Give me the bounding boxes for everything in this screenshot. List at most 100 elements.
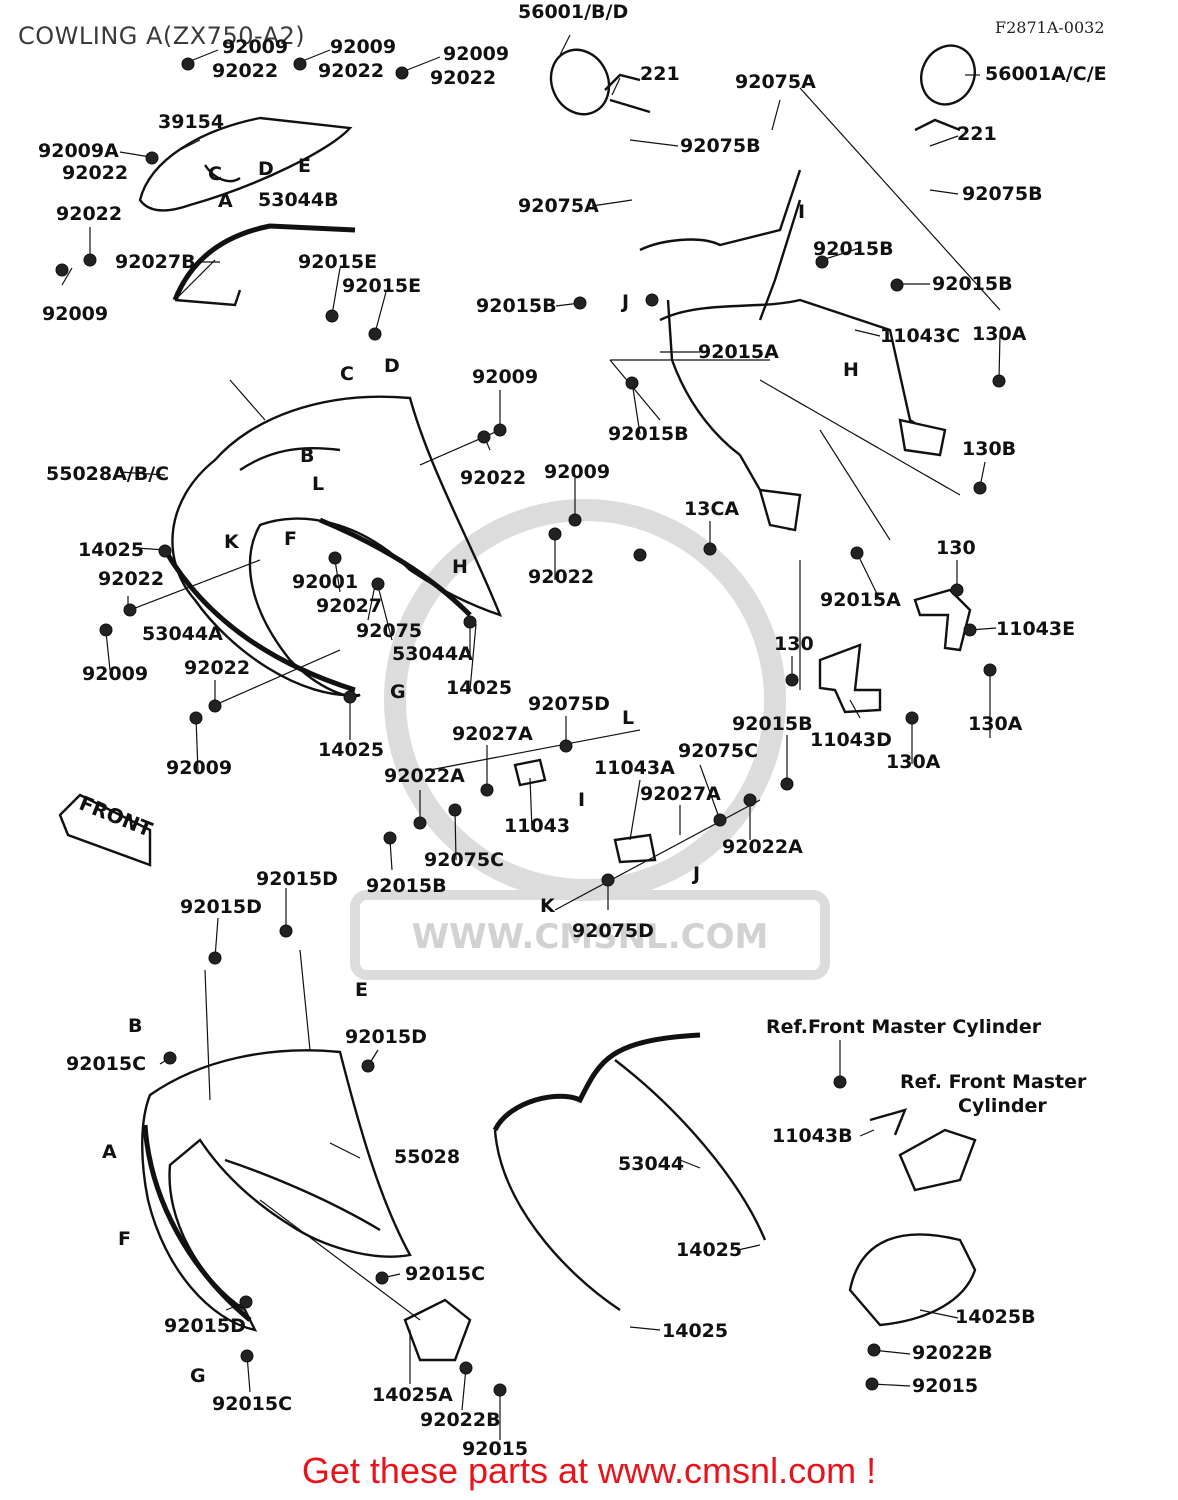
stay-frame-11043c <box>639 169 947 532</box>
alignment-line <box>429 729 641 771</box>
bracket-11043d <box>818 643 882 714</box>
part-label: 130 <box>774 633 814 655</box>
fastener-marker <box>371 577 385 591</box>
leader-line <box>629 779 641 841</box>
reference-letter: F <box>284 528 297 550</box>
leader-line <box>529 777 533 831</box>
part-label: 92015A <box>698 341 779 363</box>
part-label: 92015B <box>932 273 1013 295</box>
part-label: 130A <box>886 751 941 773</box>
reference-letter: J <box>691 863 700 885</box>
alignment-line <box>174 259 216 301</box>
leader-line <box>859 1129 875 1137</box>
part-label: 92015E <box>298 251 377 273</box>
leader-line <box>374 291 387 334</box>
mirror-56001 <box>549 48 651 116</box>
part-label: 92015B <box>476 295 557 317</box>
leader-line <box>119 151 151 158</box>
leader-line <box>179 139 201 151</box>
part-label: 92009 <box>443 43 509 65</box>
leader-line <box>929 135 959 147</box>
part-label: 92015 <box>462 1438 528 1460</box>
leader-line <box>331 267 341 316</box>
leader-line <box>629 1326 661 1331</box>
reference-letter: D <box>384 355 400 377</box>
part-label: 14025 <box>446 677 512 699</box>
fastener-marker <box>559 739 573 753</box>
part-label: 11043A <box>594 757 675 779</box>
fastener-marker <box>780 777 794 791</box>
fastener-marker <box>83 253 97 267</box>
part-label: 92027 <box>316 595 382 617</box>
part-label: 221 <box>957 123 997 145</box>
fastener-marker <box>645 293 659 307</box>
part-label: 92009 <box>544 461 610 483</box>
part-label: 55028 <box>394 1146 460 1168</box>
leader-line <box>401 56 441 73</box>
fastener-marker <box>548 527 562 541</box>
part-label: 11043E <box>996 618 1075 640</box>
fastener-marker <box>493 1383 507 1397</box>
part-label: Ref.Front Master Cylinder <box>766 1016 1042 1038</box>
part-label: 92022 <box>98 568 164 590</box>
part-label: 92015C <box>66 1053 146 1075</box>
part-label: 39154 <box>158 111 224 133</box>
part-label: 92022 <box>528 566 594 588</box>
fastener-marker <box>325 309 339 323</box>
part-label: 92015D <box>164 1315 246 1337</box>
footer-link-text[interactable]: Get these parts at www.cmsnl.com ! <box>301 1450 877 1491</box>
reference-letter: I <box>798 201 805 223</box>
fastener-marker <box>983 663 997 677</box>
fastener-marker <box>865 1377 879 1391</box>
part-label: 92075A <box>735 71 816 93</box>
fastener-marker <box>867 1343 881 1357</box>
part-label: 130A <box>972 323 1027 345</box>
part-label: 55028A/B/C <box>46 463 169 485</box>
hardware-markers <box>55 57 1006 1397</box>
fastener-marker <box>963 623 977 637</box>
part-label: 92027A <box>452 723 533 745</box>
mirror-56001a <box>914 44 976 132</box>
fastener-marker <box>145 151 159 165</box>
reference-letter: B <box>300 445 314 467</box>
fastener-marker <box>343 690 357 704</box>
part-label: 92015C <box>405 1263 485 1285</box>
part-label: 92015A <box>820 589 901 611</box>
fastener-marker <box>395 66 409 80</box>
part-label: 130 <box>936 537 976 559</box>
part-label: 92022 <box>62 162 128 184</box>
part-label: 92015B <box>366 875 447 897</box>
reference-letter: K <box>224 531 240 553</box>
part-label: 11043B <box>772 1125 853 1147</box>
fastener-marker <box>448 803 462 817</box>
part-label: 130A <box>968 713 1023 735</box>
master-cylinder-cover-14025b <box>848 1108 977 1327</box>
leader-line <box>367 584 376 621</box>
reference-letter: A <box>102 1141 117 1163</box>
fastener-marker <box>361 1059 375 1073</box>
leader-line <box>559 34 571 56</box>
leader-line <box>389 839 393 871</box>
leader-lines <box>61 34 1001 1440</box>
trim-bracket <box>174 289 242 307</box>
part-label: 221 <box>640 63 680 85</box>
fastener-marker <box>208 951 222 965</box>
leader-line <box>771 99 781 131</box>
watermark: WWW.CMSNL.COM <box>350 499 830 980</box>
part-label: 53044A <box>392 643 473 665</box>
part-label: 92015B <box>813 238 894 260</box>
bracket-11043e <box>913 588 972 652</box>
leader-line <box>591 199 633 207</box>
leader-line <box>854 329 881 337</box>
reference-letter: L <box>622 707 634 729</box>
reference-letter: H <box>452 556 468 578</box>
leader-line <box>737 1244 761 1251</box>
reference-letter: J <box>620 291 629 313</box>
alignment-line <box>609 359 661 421</box>
fastener-marker <box>208 699 222 713</box>
alignment-line <box>129 559 261 611</box>
reference-letter: D <box>258 158 274 180</box>
reference-letter: C <box>340 363 354 385</box>
reference-letter: I <box>578 789 585 811</box>
reference-letter: G <box>390 681 406 703</box>
